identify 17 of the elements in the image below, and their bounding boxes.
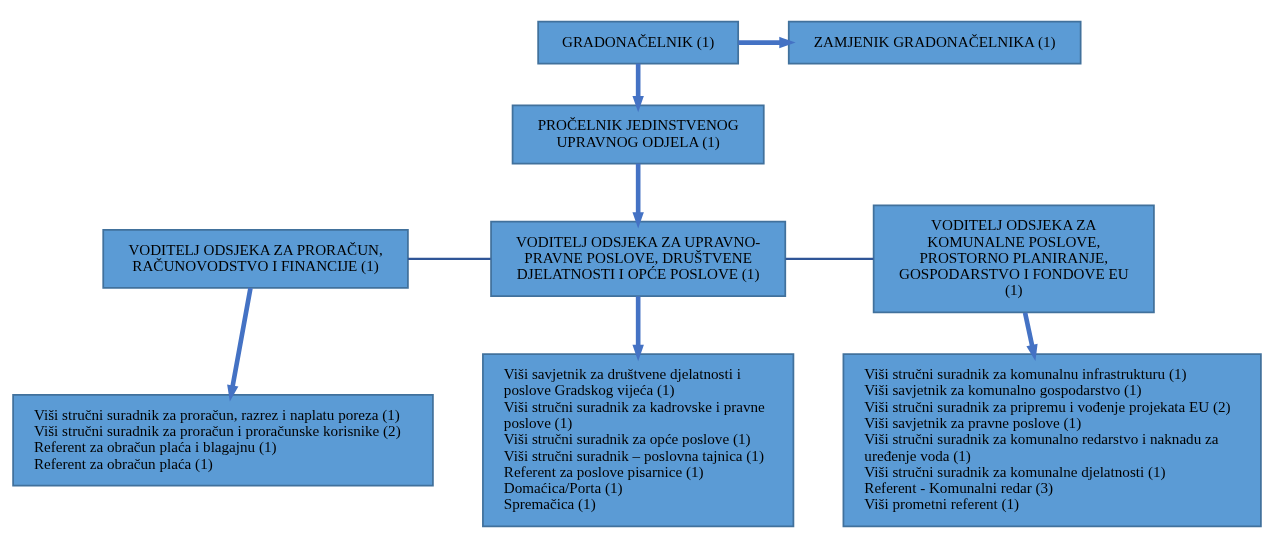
node-box: ZAMJENIK GRADONAČELNIKA (1) xyxy=(787,20,1082,64)
node-box: VODITELJ ODSJEKA ZA UPRAVNO-PRAVNE POSLOVE, DRUŠTVENE DJELATNOSTI I OPĆE POSLOVE (1) xyxy=(490,220,787,297)
node-box: Viši stručni suradnik za komunalnu infrastrukturu (1) Viši savjetnik za komunalno gospodarstvo (1) Viši stručni suradnik za pripremu i vođenje projekata EU (2) Viši savjetnik za pravne poslove (1) Viši stručni suradnik za komunalno redarstvo i naknadu za uređenje voda (1) Viši stručni suradnik za komunalne djelatnosti (1) Referent - Komunalni redar (3) Viši prometni referent (1) xyxy=(842,352,1262,527)
node-box: Viši stručni suradnik za proračun, razrez i naplatu poreza (1) Viši stručni suradnik za proračun i proračunske korisnike (2) Referent za obračun plaća i blagajnu (1) Referent za obračun plaća (1) xyxy=(12,393,434,486)
arrow xyxy=(632,63,644,112)
node-box: VODITELJ ODSJEKA ZA KOMUNALNE POSLOVE, PROSTORNO PLANIRANJE, GOSPODARSTVO I FONDOVE EU (1) xyxy=(872,204,1155,313)
node-box: PROČELNIK JEDINSTVENOG UPRAVNOG ODJELA (1) xyxy=(511,104,765,164)
arrow xyxy=(632,295,644,361)
connector xyxy=(785,257,874,260)
arrow xyxy=(632,163,644,229)
connector xyxy=(408,257,491,260)
arrow xyxy=(1022,311,1038,361)
arrow xyxy=(738,36,796,48)
node-box: Viši savjetnik za društvene djelatnosti i poslove Gradskog vijeća (1) Viši stručni suradnik za kadrovske i pravne poslove (1) Viši stručni suradnik za opće poslove (1) Viši stručni suradnik – poslovna tajnica (1) Referent za poslove pisarnice (1) Domaćica/Porta (1) Spremačica (1) xyxy=(482,352,795,527)
node-box: GRADONAČELNIK (1) xyxy=(537,20,740,64)
node-box: VODITELJ ODSJEKA ZA PRORAČUN, RAČUNOVODSTVO I FINANCIJE (1) xyxy=(102,228,409,289)
arrow xyxy=(227,287,253,402)
